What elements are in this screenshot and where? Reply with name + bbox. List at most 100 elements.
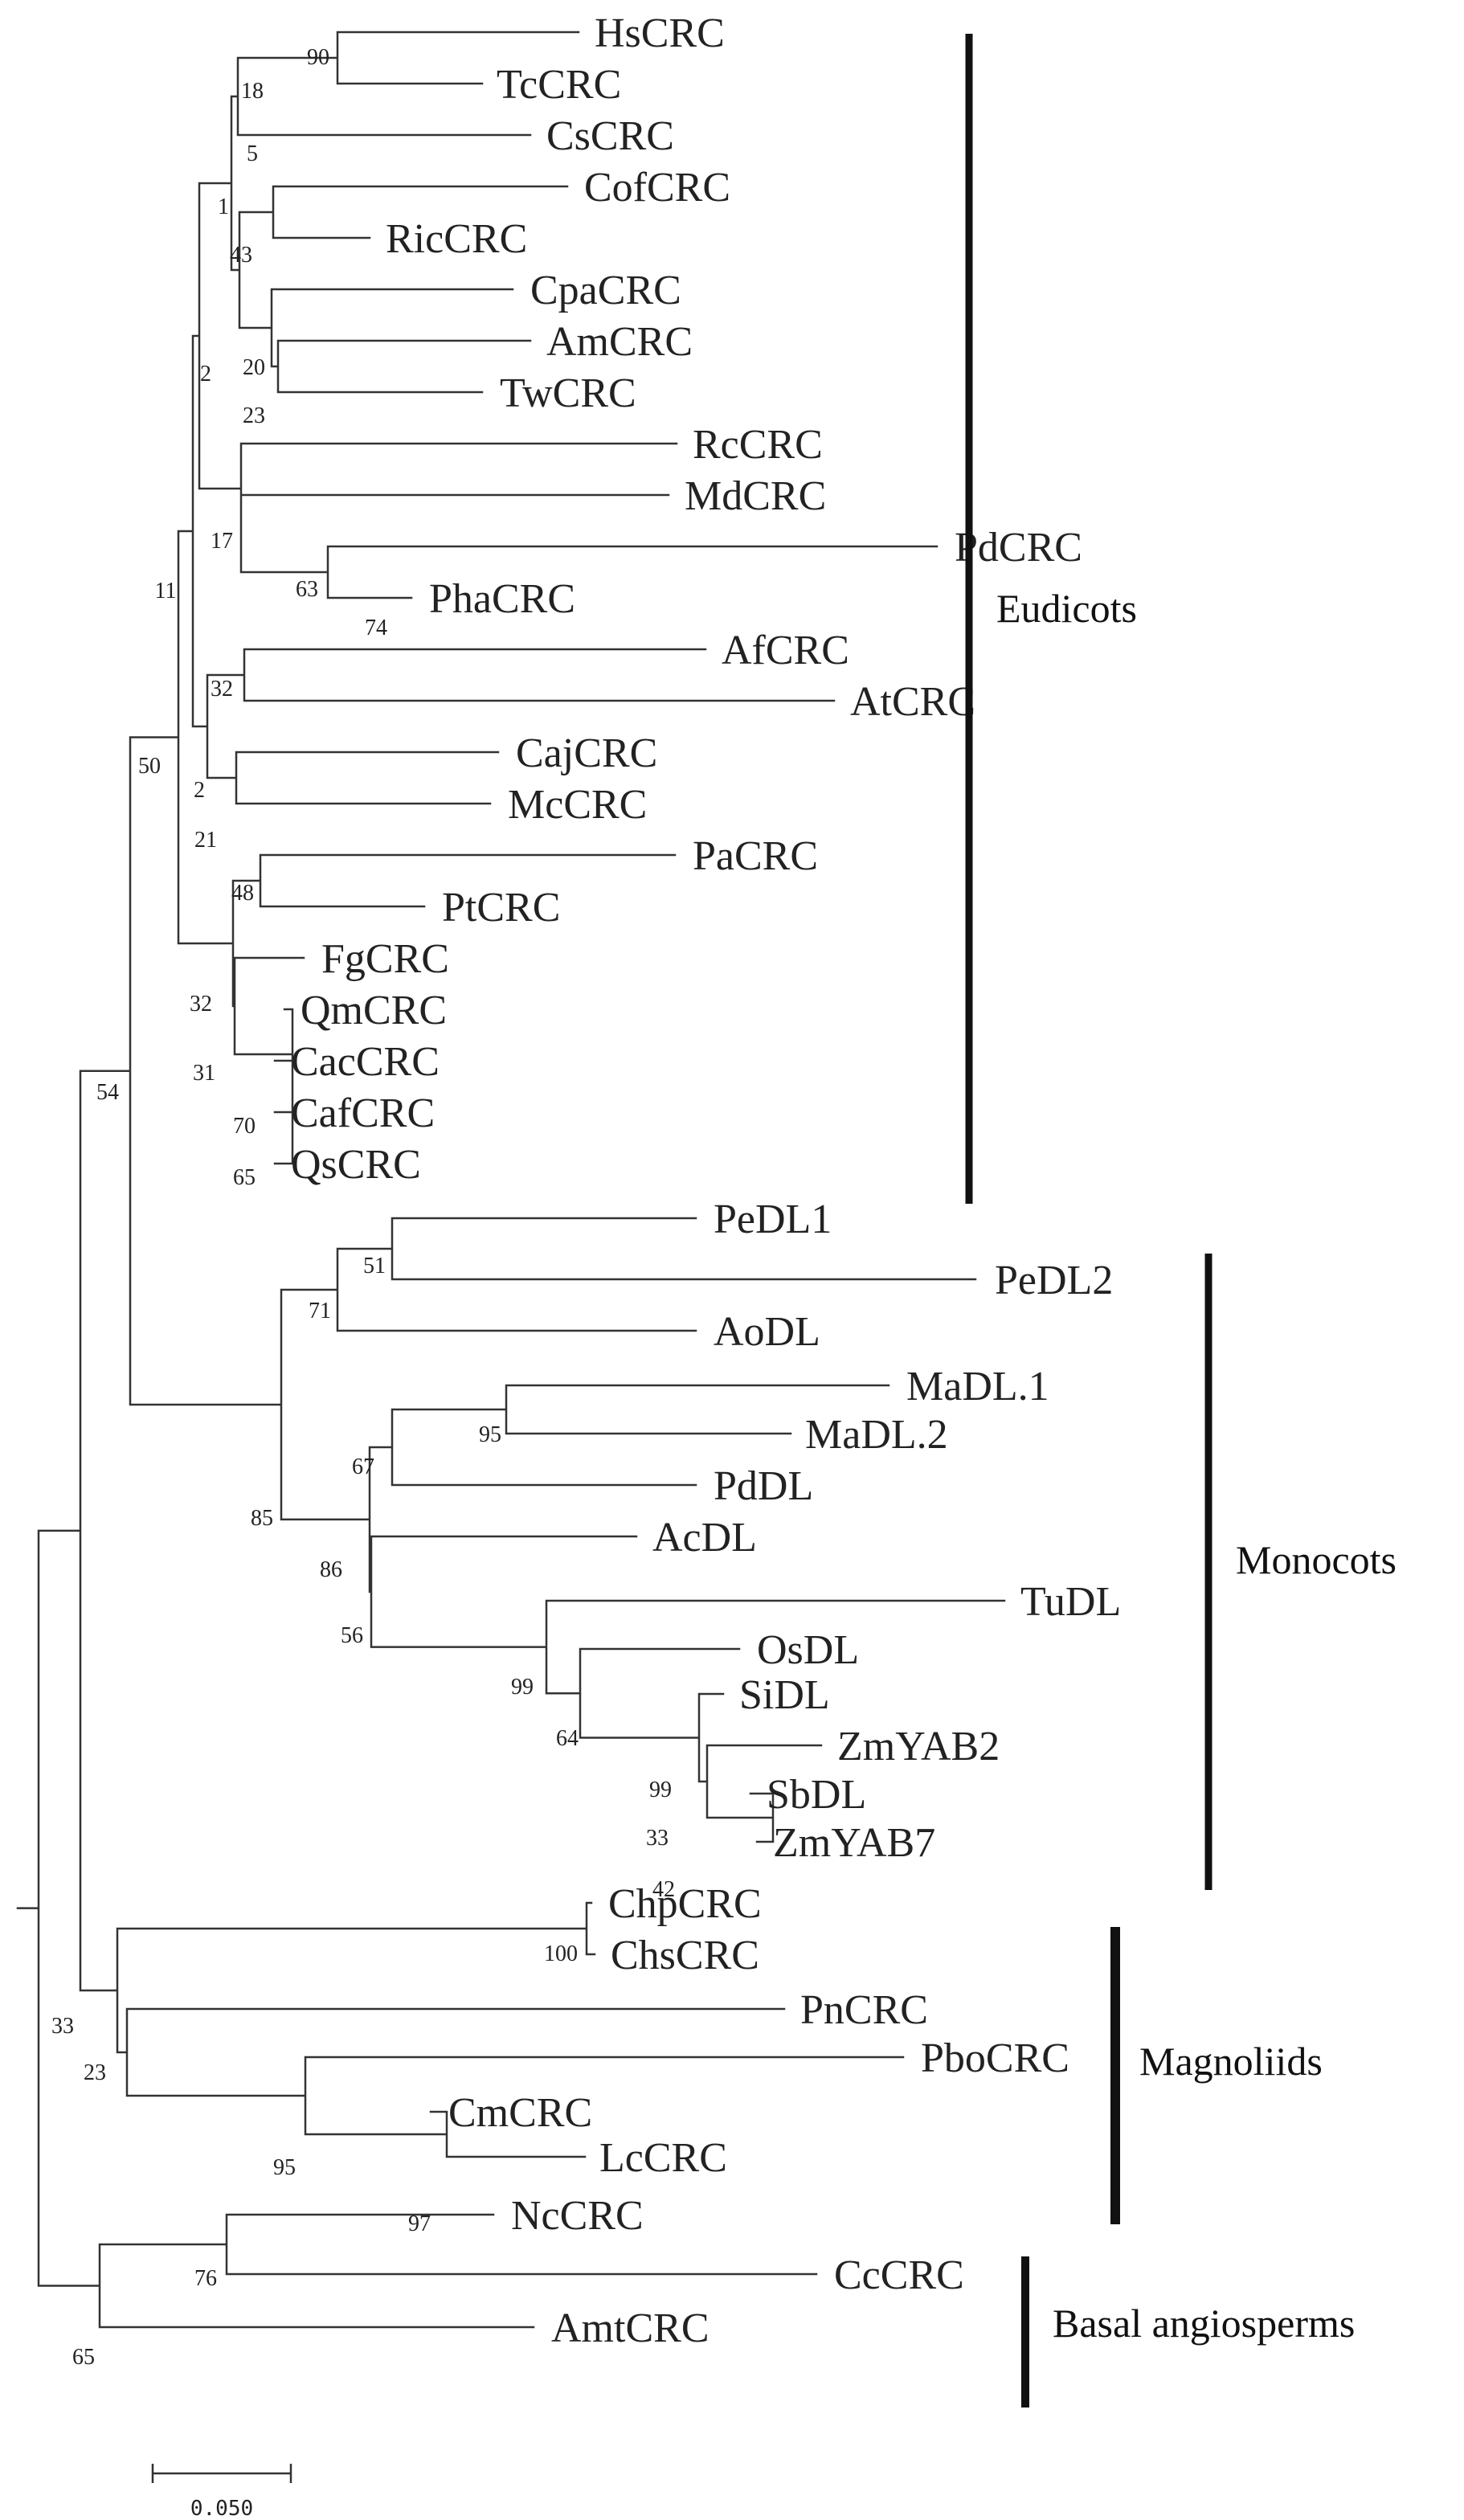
taxon-label-mccrc: McCRC — [508, 782, 647, 828]
bootstrap-value: 21 — [194, 828, 217, 853]
bootstrap-value: 2 — [194, 778, 205, 803]
taxon-label-caccrc: CacCRC — [291, 1039, 440, 1085]
bootstrap-values: 9018514320232176374113222150483231706554… — [51, 45, 675, 2370]
taxon-label-cscrc: CsCRC — [546, 113, 674, 159]
taxon-label-cajcrc: CajCRC — [516, 730, 657, 776]
taxon-label-atcrc: AtCRC — [850, 679, 975, 725]
taxon-label-hscrc: HsCRC — [595, 10, 725, 56]
taxon-label-tudl: TuDL — [1020, 1579, 1121, 1625]
taxon-label-pedl2: PeDL2 — [995, 1258, 1113, 1303]
bootstrap-value: 56 — [341, 1623, 363, 1648]
taxon-label-zmyab2: ZmYAB2 — [837, 1724, 1000, 1769]
taxon-label-sidl: SiDL — [739, 1672, 830, 1718]
taxon-label-riccrc: RicCRC — [386, 216, 527, 262]
taxon-label-chscrc: ChsCRC — [611, 1933, 759, 1978]
bootstrap-value: 71 — [309, 1299, 331, 1323]
taxon-label-amtcrc: AmtCRC — [551, 2305, 710, 2351]
taxon-label-amcrc: AmCRC — [546, 319, 693, 365]
branch-lines — [16, 31, 1006, 2329]
bootstrap-value: 32 — [211, 677, 233, 702]
bootstrap-value: 31 — [193, 1061, 215, 1086]
bootstrap-value: 99 — [649, 1778, 672, 1802]
bootstrap-value: 100 — [544, 1941, 578, 1966]
bootstrap-value: 67 — [352, 1454, 374, 1479]
bootstrap-value: 95 — [273, 2155, 296, 2180]
taxon-label-pdcrc: PdCRC — [955, 525, 1082, 571]
bootstrap-value: 11 — [155, 579, 177, 603]
bootstrap-value: 32 — [190, 992, 212, 1017]
bootstrap-value: 65 — [233, 1165, 256, 1190]
bootstrap-value: 54 — [96, 1080, 119, 1105]
taxon-label-rccrc: RcCRC — [693, 422, 823, 468]
bootstrap-value: 5 — [247, 141, 258, 166]
taxon-label-fgcrc: FgCRC — [321, 936, 449, 982]
taxon-label-cafcrc: CafCRC — [291, 1090, 435, 1136]
bootstrap-value: 43 — [230, 243, 252, 268]
taxon-label-tccrc: TcCRC — [497, 62, 621, 108]
bootstrap-value: 2 — [200, 362, 211, 387]
bootstrap-value: 23 — [84, 2060, 106, 2085]
clade-label-monocots: Monocots — [1236, 1537, 1397, 1582]
bootstrap-value: 1 — [218, 194, 229, 219]
taxon-label-twcrc: TwCRC — [500, 370, 636, 416]
taxon-label-zmyab7: ZmYAB7 — [773, 1820, 935, 1866]
bootstrap-value: 95 — [479, 1422, 501, 1447]
taxon-label-pddl: PdDL — [714, 1463, 813, 1509]
bootstrap-value: 50 — [138, 754, 161, 779]
bootstrap-value: 51 — [363, 1254, 386, 1278]
bootstrap-value: 63 — [296, 577, 318, 602]
taxon-label-afcrc: AfCRC — [722, 628, 849, 673]
taxon-label-phacrc: PhaCRC — [429, 576, 575, 622]
bootstrap-value: 90 — [307, 45, 329, 70]
bootstrap-value: 17 — [211, 529, 233, 554]
taxon-label-madl-2: MaDL.2 — [805, 1412, 948, 1458]
bootstrap-value: 74 — [365, 616, 387, 640]
taxon-label-nccrc: NcCRC — [511, 2193, 644, 2239]
taxon-label-cccrc: CcCRC — [834, 2252, 964, 2298]
taxon-label-sbdl: SbDL — [767, 1772, 866, 1818]
scale-bar-label: 0.050 — [190, 2497, 253, 2520]
bootstrap-value: 42 — [652, 1877, 675, 1902]
taxon-label-osdl: OsDL — [757, 1627, 859, 1673]
taxon-label-aodl: AoDL — [714, 1309, 820, 1355]
taxon-label-pedl1: PeDL1 — [714, 1197, 832, 1242]
bootstrap-value: 97 — [408, 2211, 431, 2236]
taxon-label-pbocrc: PboCRC — [921, 2035, 1069, 2081]
bootstrap-value: 76 — [194, 2266, 217, 2291]
taxon-label-mdcrc: MdCRC — [685, 473, 826, 519]
taxon-label-acdl: AcDL — [652, 1515, 757, 1561]
taxon-label-cmcrc: CmCRC — [448, 2090, 592, 2136]
taxon-label-ptcrc: PtCRC — [442, 885, 560, 931]
taxon-label-chpcrc: ChpCRC — [608, 1881, 762, 1927]
taxon-label-cpacrc: CpaCRC — [530, 268, 681, 313]
taxon-label-qscrc: QsCRC — [291, 1142, 421, 1188]
clade-label-basal-angiosperms: Basal angiosperms — [1053, 2301, 1355, 2346]
taxon-label-qmcrc: QmCRC — [301, 988, 447, 1033]
taxon-label-madl-1: MaDL.1 — [906, 1364, 1049, 1409]
clade-bars — [965, 34, 1213, 2408]
bootstrap-value: 65 — [72, 2345, 95, 2370]
taxon-label-pacrc: PaCRC — [693, 833, 818, 879]
tree-branches — [16, 31, 1006, 2329]
bootstrap-value: 70 — [233, 1114, 256, 1139]
taxon-label-cofcrc: CofCRC — [584, 165, 730, 211]
bootstrap-value: 33 — [51, 2014, 74, 2039]
bootstrap-value: 48 — [231, 881, 254, 906]
clade-label-eudicots: Eudicots — [996, 586, 1137, 631]
bootstrap-value: 86 — [320, 1557, 342, 1582]
bootstrap-value: 64 — [556, 1726, 579, 1751]
bootstrap-value: 20 — [243, 355, 265, 380]
scale-bar-line — [151, 2464, 292, 2483]
bootstrap-value: 99 — [511, 1675, 534, 1700]
bootstrap-value: 33 — [646, 1826, 669, 1851]
scale-bar: 0.050 — [151, 2464, 292, 2520]
bootstrap-value: 23 — [243, 403, 265, 428]
bootstrap-value: 85 — [251, 1506, 273, 1531]
taxon-label-pncrc: PnCRC — [800, 1987, 928, 2033]
taxon-label-lccrc: LcCRC — [599, 2135, 727, 2181]
clade-label-magnoliids: Magnoliids — [1139, 2039, 1323, 2084]
bootstrap-value: 18 — [241, 79, 264, 104]
